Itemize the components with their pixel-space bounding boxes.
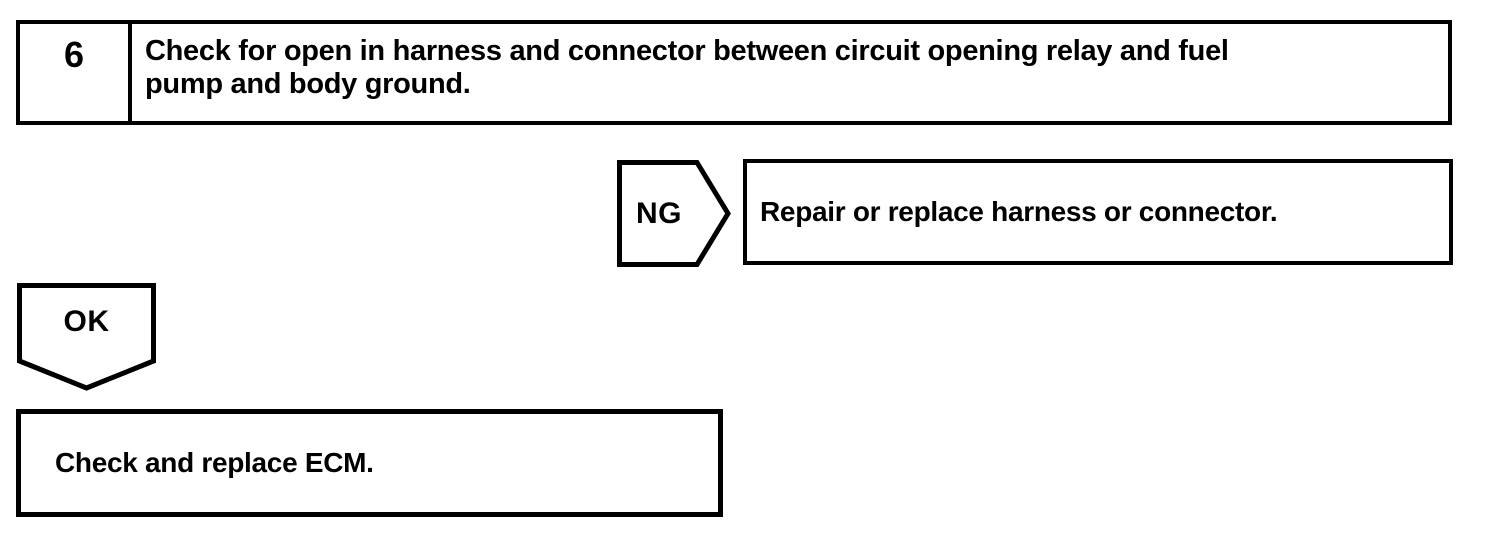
step-instruction-line-1: Check for open in harness and connector …	[145, 35, 1229, 67]
step-box: 6 Check for open in harness and connecto…	[16, 20, 1452, 125]
ng-connector-label: NG	[636, 196, 682, 230]
ng-connector: NG	[617, 160, 731, 267]
ok-action-box: Check and replace ECM.	[16, 409, 723, 517]
ok-connector-label: OK	[63, 305, 110, 338]
ok-action-text: Check and replace ECM.	[55, 447, 374, 478]
ok-connector: OK	[17, 283, 156, 391]
ng-action-text: Repair or replace harness or connector.	[760, 196, 1278, 227]
ok-pentagon-arrow-icon	[17, 283, 156, 391]
ng-action-box: Repair or replace harness or connector.	[743, 159, 1453, 265]
step-number: 6	[20, 24, 132, 121]
step-instruction: Check for open in harness and connector …	[132, 24, 1448, 121]
ng-pentagon-arrow-icon	[617, 160, 731, 267]
step-instruction-line-2: pump and body ground.	[145, 68, 471, 100]
